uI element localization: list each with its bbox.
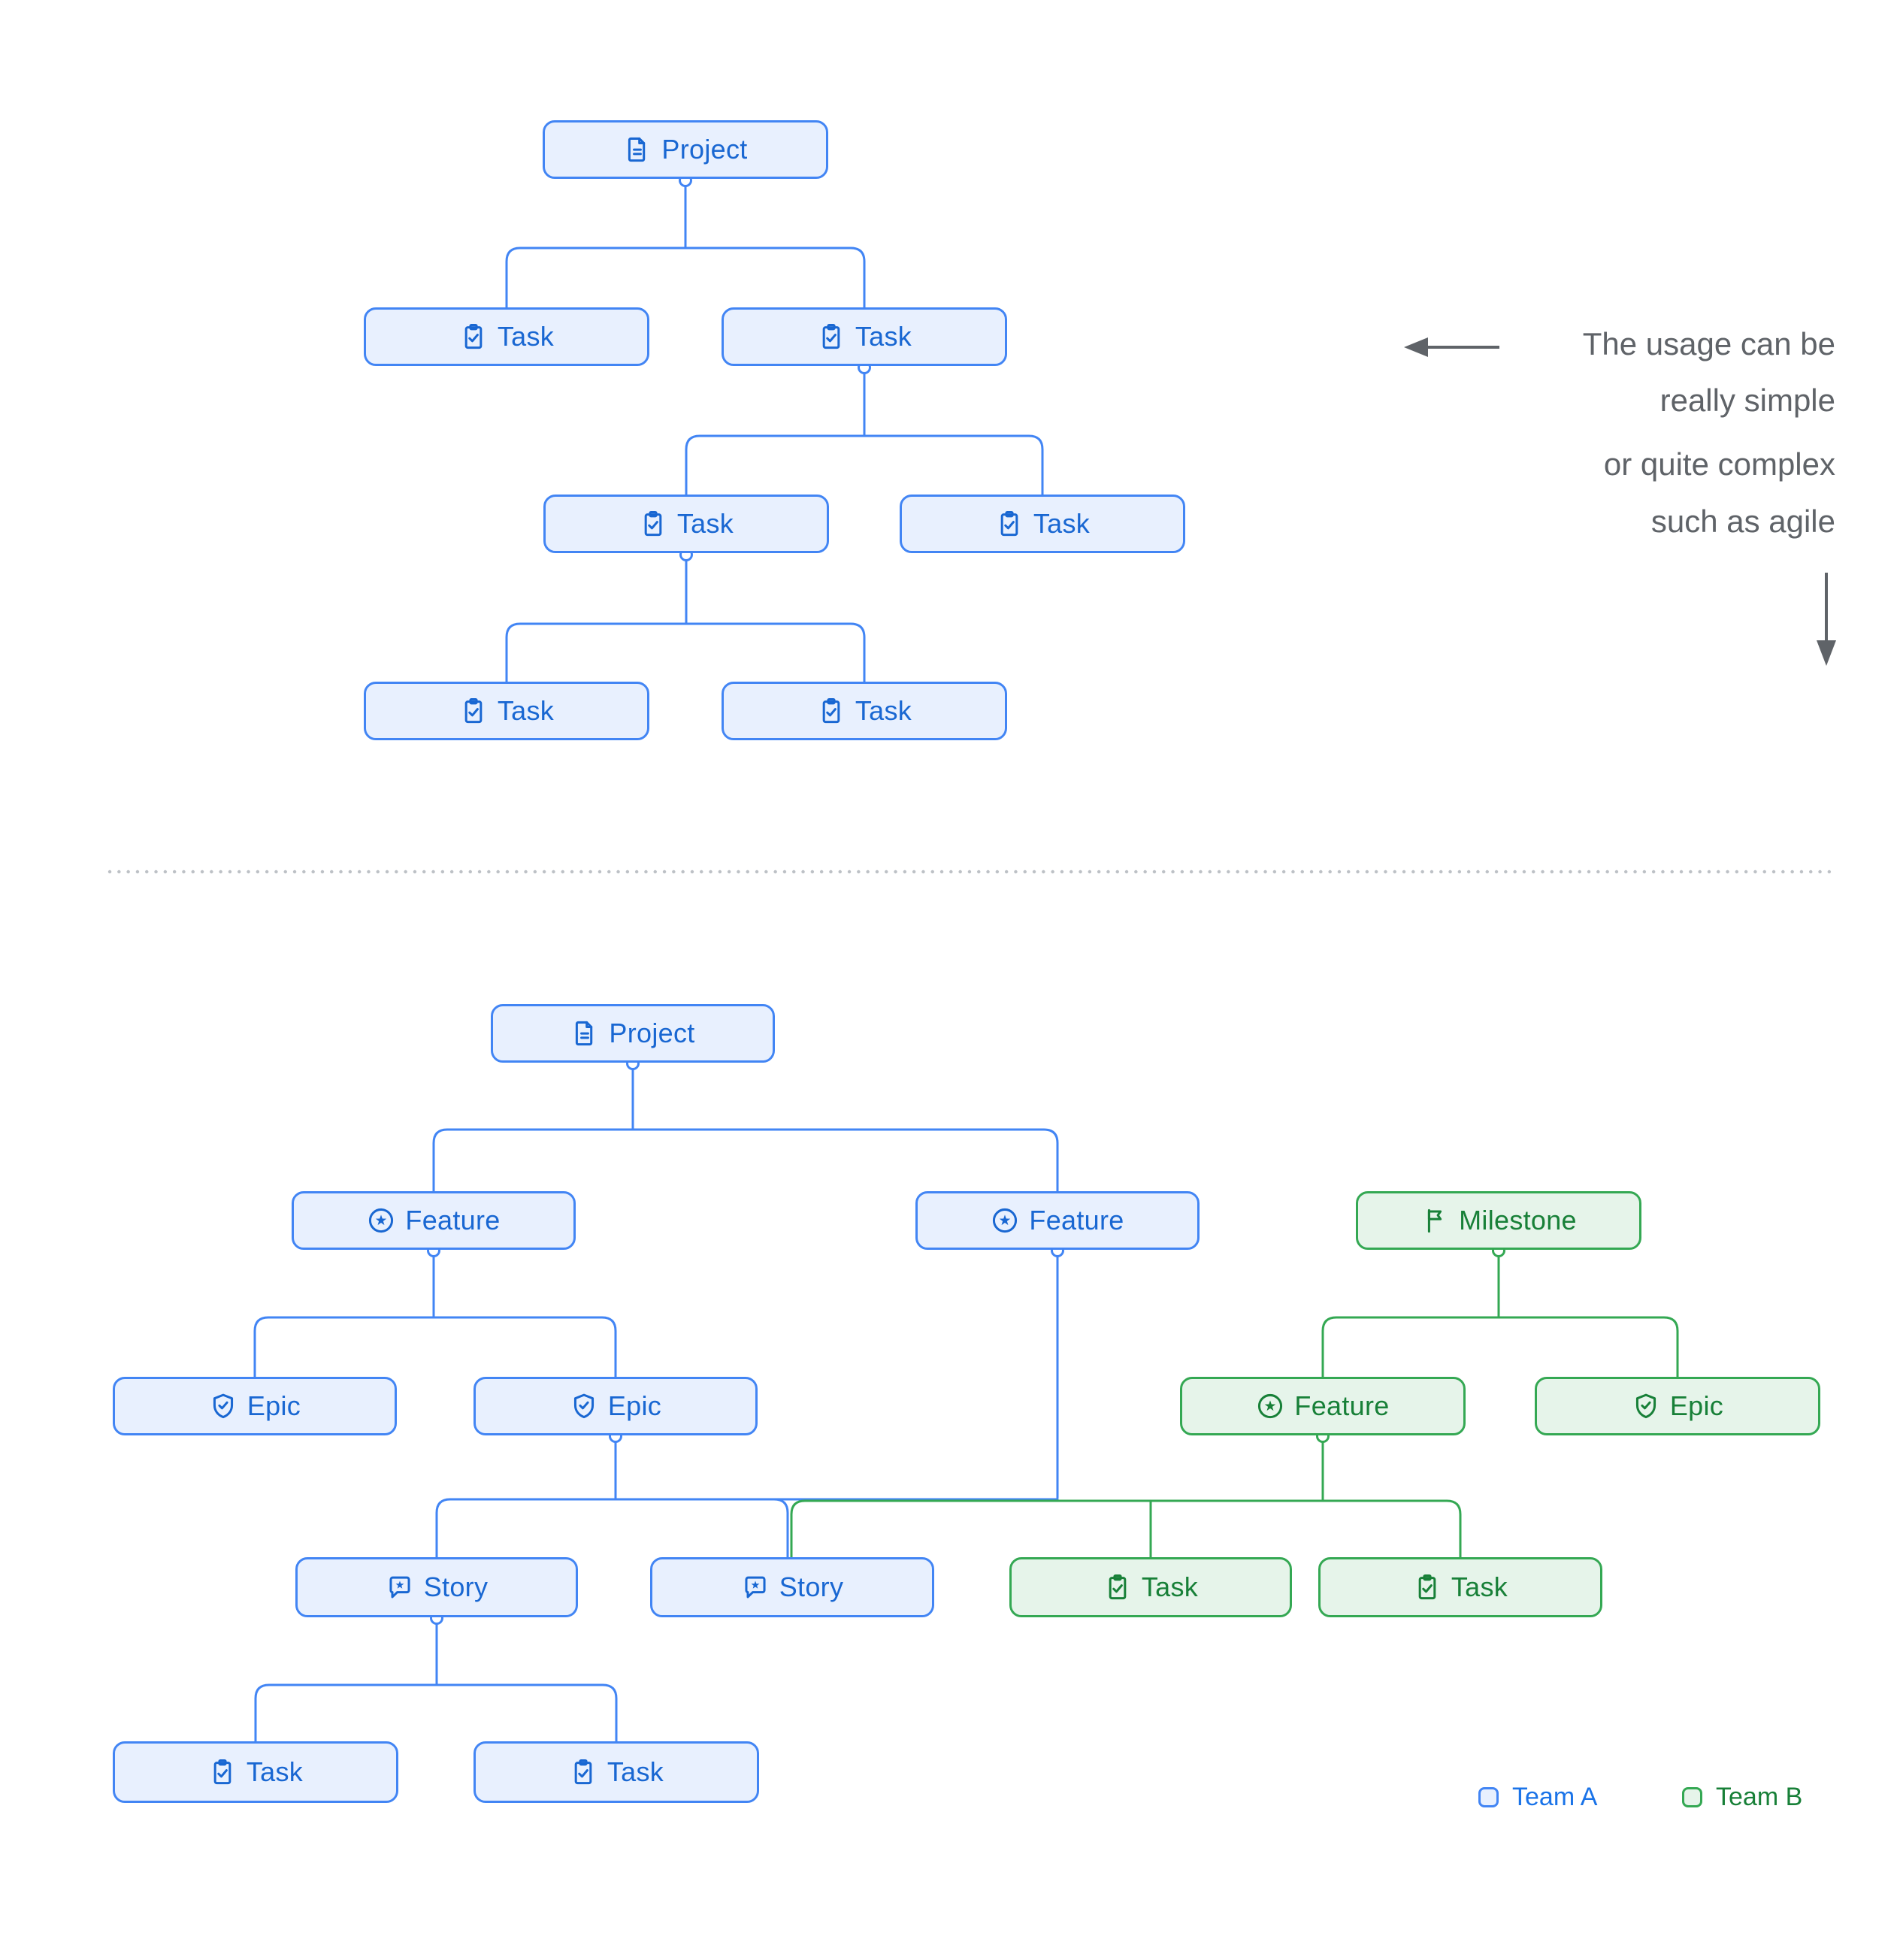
annotation-arrows: [1404, 337, 1836, 666]
story-icon: [386, 1573, 414, 1602]
c-feature-2-node[interactable]: Feature: [915, 1191, 1200, 1250]
node-label: Feature: [1294, 1390, 1390, 1421]
node-label: Task: [1141, 1571, 1199, 1602]
left-arrow-icon: [1404, 337, 1428, 357]
node-label: Task: [1033, 508, 1091, 539]
document-icon: [570, 1019, 599, 1048]
epic-icon: [570, 1392, 598, 1420]
feature-icon: [991, 1206, 1019, 1235]
c-epic-3-node[interactable]: Epic: [1535, 1377, 1820, 1435]
s-task-1-node[interactable]: Task: [364, 307, 649, 366]
feature-icon: [367, 1206, 395, 1235]
node-label: Story: [423, 1571, 489, 1602]
annotation-line-1: The usage can be: [1582, 326, 1835, 361]
node-label: Project: [609, 1018, 695, 1048]
c-milestone-node[interactable]: Milestone: [1356, 1191, 1641, 1250]
c-story-1-node[interactable]: Story: [295, 1557, 578, 1617]
story-icon: [741, 1573, 770, 1602]
complex-tree-green-connectors: [790, 1254, 1679, 1559]
node-label: Task: [855, 321, 912, 352]
s-task-6-node[interactable]: Task: [722, 682, 1007, 740]
s-project-node[interactable]: Project: [543, 120, 828, 179]
c-feature-3-node[interactable]: Feature: [1180, 1377, 1466, 1435]
node-label: Epic: [1669, 1390, 1724, 1421]
node-label: Milestone: [1459, 1205, 1577, 1236]
legend-team-a: Team A: [1478, 1782, 1597, 1812]
c-feature-1-node[interactable]: Feature: [292, 1191, 576, 1250]
legend-team-b-label: Team B: [1716, 1782, 1803, 1811]
node-label: Task: [497, 695, 555, 726]
node-label: Task: [1451, 1571, 1508, 1602]
team-b-color-swatch: [1682, 1786, 1702, 1807]
annotation-line-2: really simple: [1659, 383, 1835, 418]
legend-team-a-label: Team A: [1512, 1782, 1598, 1811]
node-label: Feature: [1029, 1205, 1124, 1236]
task-icon: [817, 697, 846, 725]
task-icon: [459, 697, 488, 725]
complex-tree-blue-connectors: [253, 1067, 1059, 1743]
task-icon: [639, 510, 667, 538]
node-label: Task: [246, 1756, 304, 1787]
task-icon: [1103, 1573, 1132, 1602]
c-task-g1-node[interactable]: Task: [1009, 1557, 1292, 1617]
c-task-b1-node[interactable]: Task: [113, 1741, 398, 1803]
c-project-node[interactable]: Project: [491, 1004, 775, 1063]
task-icon: [208, 1758, 237, 1786]
epic-icon: [1632, 1392, 1660, 1420]
annotation-line-4: such as agile: [1650, 504, 1835, 539]
task-icon: [1413, 1573, 1442, 1602]
team-a-color-swatch: [1478, 1786, 1499, 1807]
node-label: Project: [661, 134, 748, 165]
c-story-2-node[interactable]: Story: [650, 1557, 934, 1617]
node-label: Task: [607, 1756, 664, 1787]
task-icon: [817, 322, 846, 351]
task-icon: [995, 510, 1024, 538]
node-label: Task: [676, 508, 734, 539]
node-label: Feature: [405, 1205, 501, 1236]
down-arrow-icon: [1817, 640, 1836, 666]
node-label: Story: [779, 1571, 844, 1602]
feature-icon: [1256, 1392, 1284, 1420]
task-icon: [459, 322, 488, 351]
legend-team-b: Team B: [1682, 1782, 1802, 1812]
milestone-icon: [1420, 1206, 1449, 1235]
node-label: Epic: [247, 1390, 301, 1421]
s-task-5-node[interactable]: Task: [364, 682, 649, 740]
simple-tree-connectors: [505, 184, 1044, 683]
s-task-3-node[interactable]: Task: [543, 495, 829, 553]
c-epic-2-node[interactable]: Epic: [473, 1377, 758, 1435]
node-label: Task: [855, 695, 912, 726]
document-icon: [623, 135, 652, 164]
c-epic-1-node[interactable]: Epic: [113, 1377, 397, 1435]
node-label: Task: [497, 321, 555, 352]
annotation-line-3: or quite complex: [1603, 446, 1835, 482]
task-icon: [569, 1758, 598, 1786]
s-task-2-node[interactable]: Task: [722, 307, 1007, 366]
epic-icon: [209, 1392, 237, 1420]
s-task-4-node[interactable]: Task: [900, 495, 1185, 553]
c-task-g2-node[interactable]: Task: [1318, 1557, 1602, 1617]
node-label: Epic: [607, 1390, 662, 1421]
c-task-b2-node[interactable]: Task: [473, 1741, 759, 1803]
